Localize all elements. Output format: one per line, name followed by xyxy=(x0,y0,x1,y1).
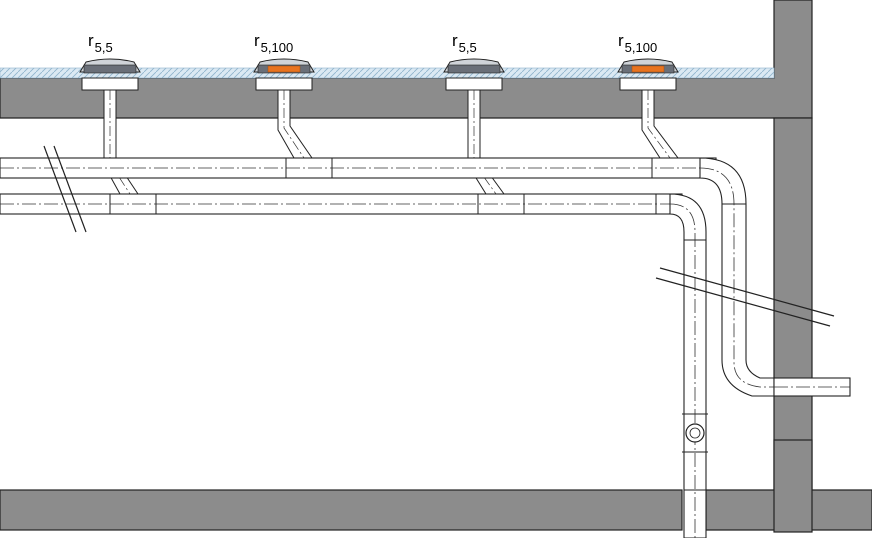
drain-label-2: r5,100 xyxy=(254,31,293,54)
drain-subscript: 5,5 xyxy=(94,40,113,55)
right-wall xyxy=(773,117,813,491)
grate-icon xyxy=(83,64,137,74)
heating-element-icon xyxy=(267,65,301,73)
floor-slab-left xyxy=(0,489,683,531)
drain-symbol: r xyxy=(88,31,94,50)
roof-drains xyxy=(79,58,679,195)
roof-slab xyxy=(0,0,813,119)
drain-subscript: 5,5 xyxy=(458,40,477,55)
roof-drain-2 xyxy=(253,58,315,159)
upper-collector-pipe xyxy=(0,157,851,397)
drain-symbol: r xyxy=(452,31,458,50)
grate-icon xyxy=(447,64,501,74)
drain-symbol: r xyxy=(254,31,260,50)
drain-label-1: r5,5 xyxy=(88,31,113,54)
break-lines xyxy=(43,145,835,327)
drain-label-3: r5,5 xyxy=(452,31,477,54)
roof-drain-4 xyxy=(617,58,679,159)
right-wall-base xyxy=(773,439,813,533)
lower-collector-pipe xyxy=(0,193,708,538)
drain-symbol: r xyxy=(618,31,624,50)
heating-element-icon xyxy=(631,65,665,73)
drain-subscript: 5,100 xyxy=(624,40,658,55)
cleanout-icon xyxy=(685,423,705,443)
drain-subscript: 5,100 xyxy=(260,40,294,55)
roof-membrane xyxy=(0,67,775,79)
drain-label-4: r5,100 xyxy=(618,31,657,54)
